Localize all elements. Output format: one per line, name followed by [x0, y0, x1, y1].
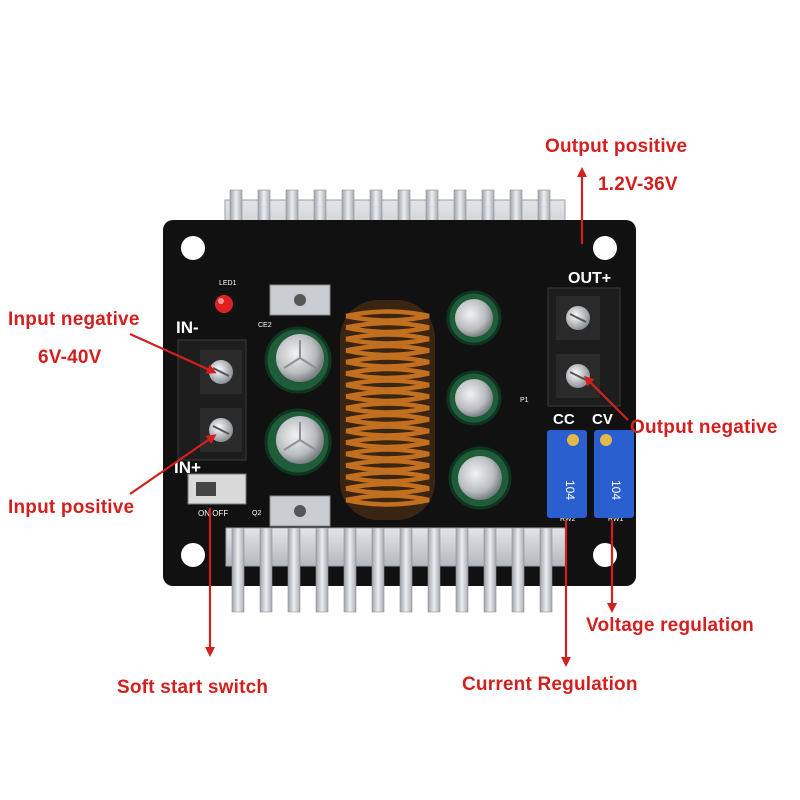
status-led — [215, 295, 233, 313]
coil-turn — [345, 493, 430, 507]
label-input-positive: Input positive — [8, 497, 135, 518]
label-input-range: 6V-40V — [38, 347, 102, 368]
label-soft-start-switch: Soft start switch — [117, 677, 269, 698]
coil-turn — [345, 481, 430, 496]
label-voltage-regulation: Voltage regulation — [586, 615, 754, 636]
silk-led: LED1 — [219, 280, 237, 287]
input-capacitors — [264, 326, 332, 476]
silk-on-off: ON OFF — [198, 509, 228, 518]
coil-turn — [345, 355, 430, 369]
coil-turn — [345, 447, 430, 461]
heatsink-fin — [231, 527, 245, 613]
soft-start-switch — [187, 473, 247, 505]
output-terminal-block — [547, 287, 621, 407]
coil-turn — [345, 424, 430, 438]
label-input-negative: Input negative — [8, 309, 140, 330]
coil-turn — [345, 332, 430, 346]
heatsink-fin — [371, 527, 385, 613]
callout-arrows — [129, 167, 629, 667]
trimmer-cc-code: 104 — [563, 480, 577, 500]
silk-p1: P1 — [520, 397, 529, 404]
toroidal-inductor — [340, 300, 435, 520]
heatsink-fin — [399, 527, 413, 613]
mount-hole-bottom-right — [593, 543, 617, 567]
mount-hole-top-right — [593, 236, 617, 260]
silk-rw2: RW2 — [560, 516, 576, 523]
coil-turn — [345, 389, 430, 404]
silk-ce2: CE2 — [258, 322, 272, 329]
coil-turn — [345, 378, 430, 392]
silk-cc: CC — [553, 411, 575, 428]
heatsink-fin — [315, 527, 329, 613]
mount-hole-top-left — [181, 236, 205, 260]
heatsink-fin — [483, 527, 497, 613]
coil-turn — [345, 401, 430, 415]
heatsink-fin — [427, 527, 441, 613]
arrow-input-positive — [129, 434, 217, 495]
label-current-regulation: Current Regulation — [462, 674, 638, 695]
heatsink-fin — [539, 527, 553, 613]
coil-turn — [345, 412, 430, 427]
silk-cv: CV — [592, 411, 613, 428]
heatsink-fin — [259, 527, 273, 613]
mount-hole-bottom-left — [181, 543, 205, 567]
silk-out-plus: OUT+ — [568, 270, 611, 287]
heatsink-fin — [511, 527, 525, 613]
label-output-negative: Output negative — [630, 417, 778, 438]
trimmer-potentiometers: 104 104 — [547, 430, 634, 518]
mosfet-tabs — [269, 284, 331, 527]
arrow-output-negative — [583, 375, 629, 421]
coil-turn — [345, 458, 430, 473]
coil-turn — [345, 343, 430, 358]
label-output-positive: Output positive — [545, 136, 688, 157]
coil-turn — [345, 435, 430, 450]
silk-rw1: RW1 — [608, 516, 624, 523]
heatsink-fin — [287, 527, 301, 613]
heatsink-fin — [455, 527, 469, 613]
silk-q2: Q2 — [252, 510, 261, 517]
bottom-heatsink — [225, 527, 567, 613]
silk-in-minus: IN- — [176, 318, 199, 337]
input-terminal-block — [177, 339, 247, 461]
coil-turn — [345, 366, 430, 381]
coil-turn — [345, 309, 430, 323]
silkscreen: IN- IN+ OUT+ CC CV LED1 ON OFF RW2 RW1 Q… — [174, 270, 624, 523]
coil-turn — [345, 470, 430, 484]
label-output-range: 1.2V-36V — [598, 174, 678, 195]
output-capacitors — [446, 290, 512, 510]
heatsink-fin — [343, 527, 357, 613]
trimmer-cv-code: 104 — [609, 480, 623, 500]
arrow-input-negative — [129, 332, 217, 374]
coil-turn — [345, 320, 430, 335]
silk-in-plus: IN+ — [174, 458, 201, 477]
